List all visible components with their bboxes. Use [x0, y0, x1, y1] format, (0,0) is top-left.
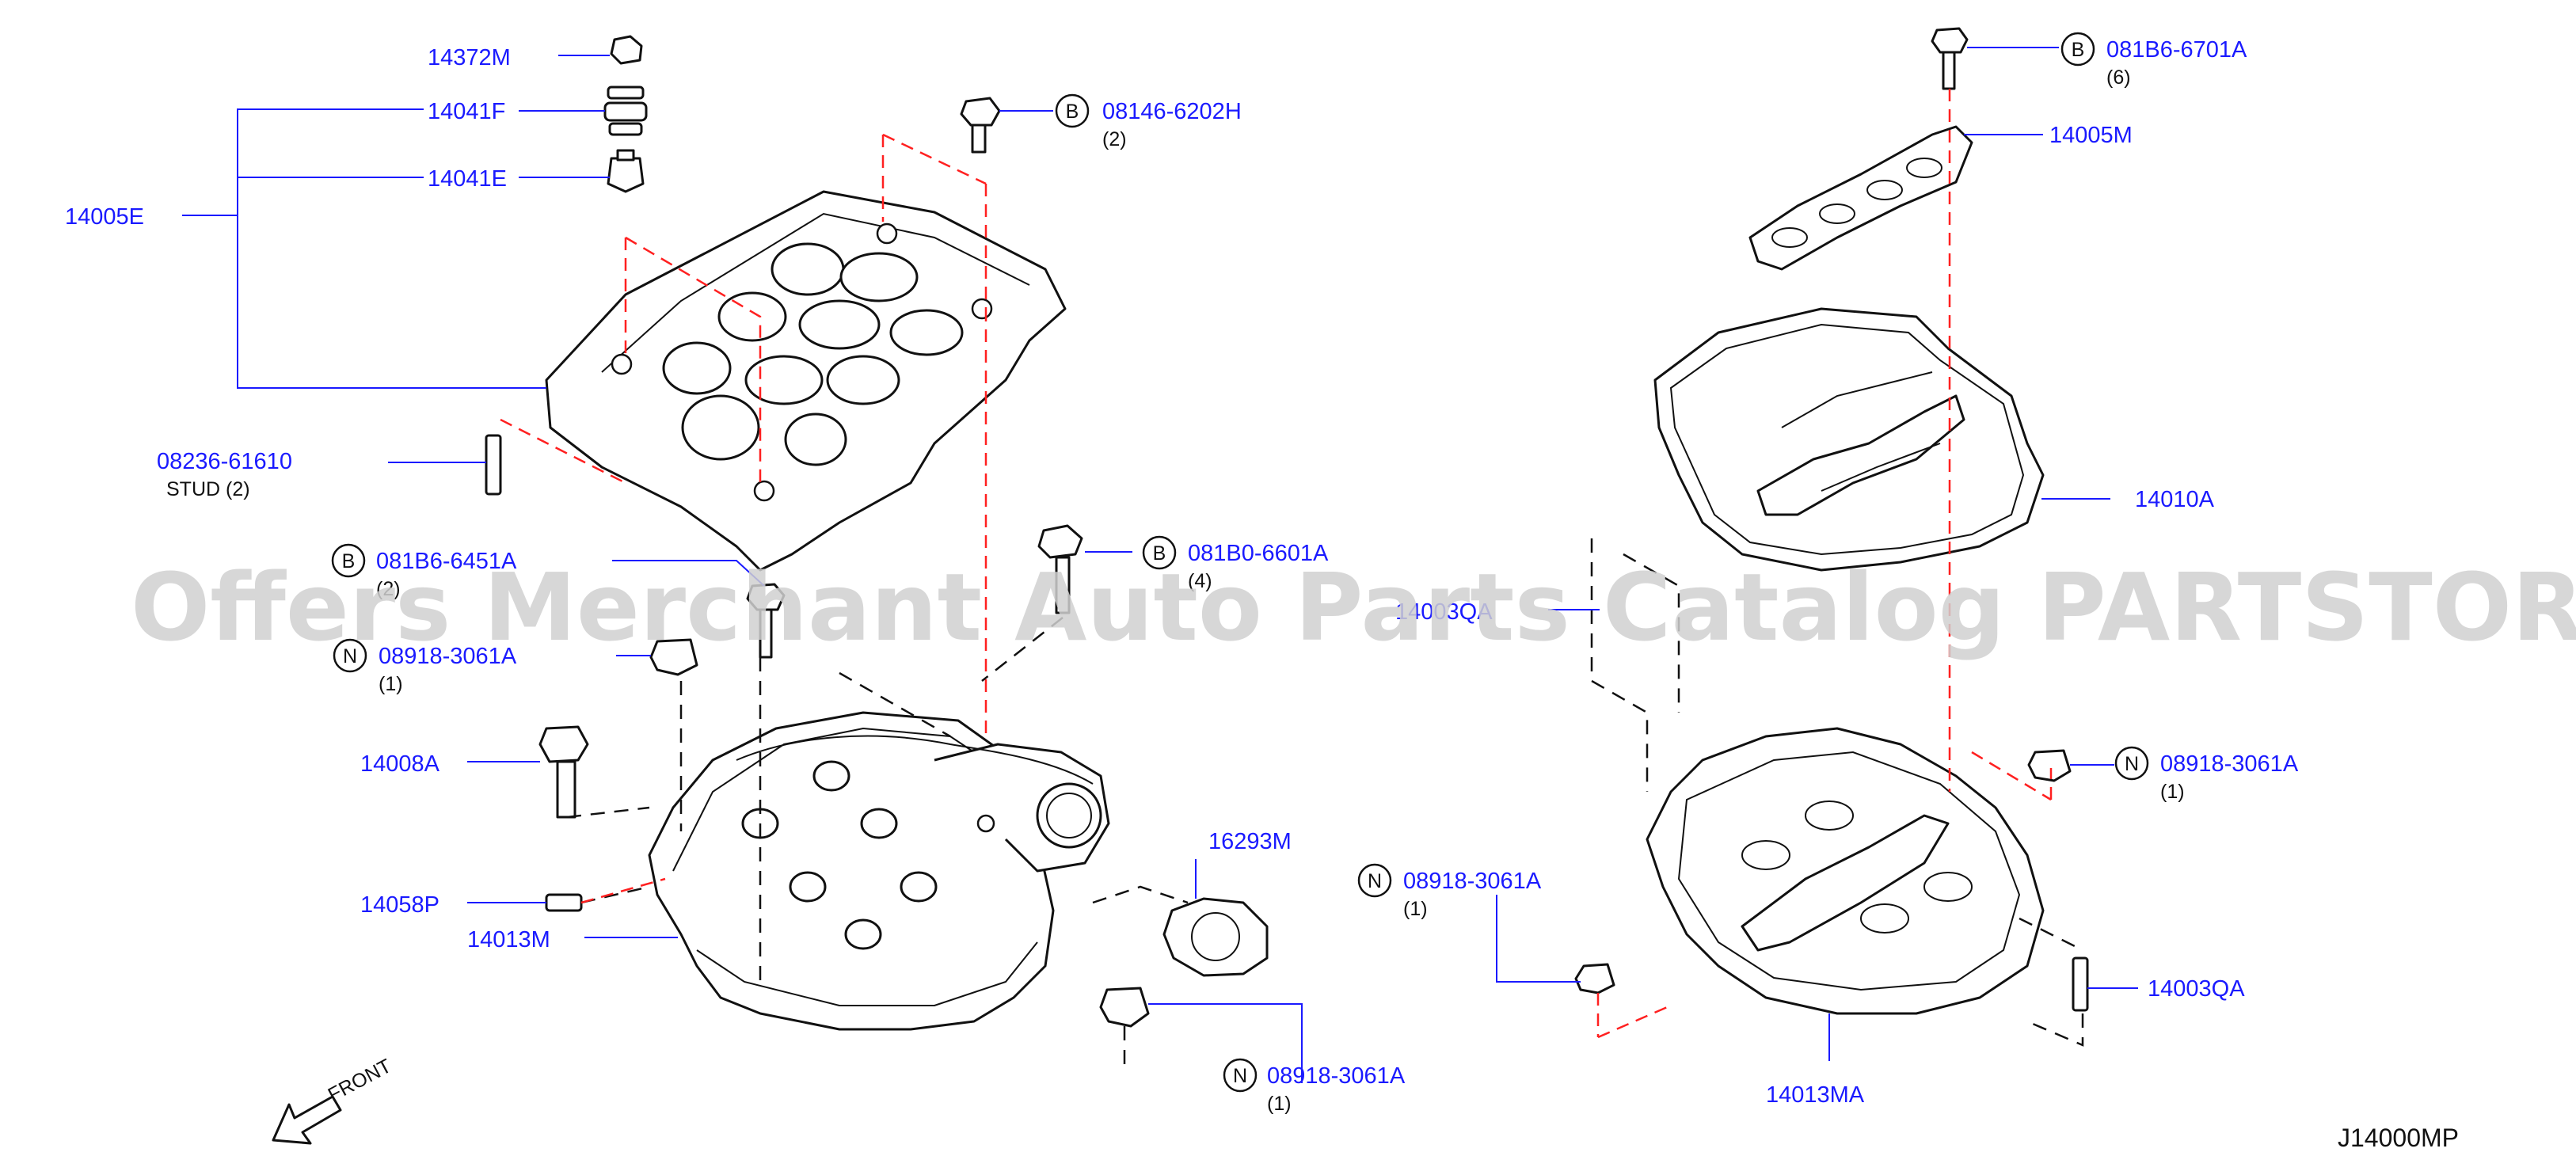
guide-line [624, 236, 762, 483]
label-14005M[interactable]: 14005M [2049, 123, 2133, 148]
label-08236-61610[interactable]: 08236-61610 [157, 449, 292, 474]
gasket-14005M-drawing [1748, 125, 1973, 271]
label-08918-3061A[interactable]: 08918-3061A [1403, 869, 1542, 894]
bolt-081B6-6701A [1931, 27, 1969, 90]
label-16293M[interactable]: 16293M [1208, 829, 1292, 854]
guide-line [1596, 89, 2053, 1039]
guide-line [500, 418, 626, 485]
bolt-081B6-6451A [746, 583, 786, 659]
label-081B0-6601A[interactable]: 081B0-6601A [1188, 541, 1329, 566]
engine-cover-14005E-drawing [545, 190, 1067, 572]
qty-08918-3061A: (1) [379, 673, 403, 695]
bolt-08146-6202H [960, 97, 1001, 154]
badge-b-letter: B [2072, 39, 2085, 61]
label-08918-3061A[interactable]: 08918-3061A [379, 644, 517, 669]
diagram-code: J14000MP [2338, 1124, 2459, 1152]
label-14041E[interactable]: 14041E [428, 166, 507, 192]
label-14005E[interactable]: 14005E [65, 204, 144, 230]
label-14003QA[interactable]: 14003QA [1395, 599, 1493, 625]
gasket-14010A-drawing [1653, 307, 2045, 572]
grommet-parts [603, 35, 648, 193]
label-14010A[interactable]: 14010A [2135, 487, 2215, 512]
bolt-081B0-6601A [1037, 524, 1083, 614]
label-081B6-6701A[interactable]: 081B6-6701A [2106, 37, 2247, 63]
guide-line [1590, 538, 2084, 1047]
label-14003QA[interactable]: 14003QA [2148, 976, 2245, 1002]
nut-08918-3061A-bottom [1099, 987, 1150, 1028]
lower-manifold-14013MA-drawing [1646, 727, 2045, 1015]
watermark: Offers Merchant Auto Parts Catalog PARTS… [131, 553, 2576, 662]
badge-n-letter: N [1233, 1065, 1247, 1087]
label-08146-6202H[interactable]: 08146-6202H [1102, 99, 1242, 124]
nut-08918-3061A-right [2027, 749, 2072, 782]
nut-08918-3061A-top [649, 638, 698, 676]
label-14013MA[interactable]: 14013MA [1766, 1082, 1865, 1108]
label-14013M[interactable]: 14013M [467, 927, 550, 953]
n-badge [1357, 863, 1392, 898]
note-08236-61610: STUD (2) [166, 478, 250, 500]
badge-n-letter: N [1368, 870, 1382, 892]
pin-14058P [545, 893, 583, 912]
bolt-14008A [538, 725, 589, 819]
b-badge [1142, 535, 1177, 570]
label-14008A[interactable]: 14008A [360, 751, 440, 777]
front-label: FRONT [325, 1055, 395, 1106]
qty-08918-3061A: (1) [1267, 1093, 1292, 1115]
guide-line [580, 877, 666, 904]
label-14041F[interactable]: 14041F [428, 99, 505, 124]
qty-08918-3061A: (1) [2160, 781, 2185, 803]
b-badge [1055, 93, 1090, 128]
qty-08146-6202H: (2) [1102, 128, 1127, 150]
gasket-16293M [1162, 897, 1269, 977]
qty-081B6-6701A: (6) [2106, 67, 2131, 89]
label-081B6-6451A[interactable]: 081B6-6451A [376, 549, 517, 574]
badge-n-letter: N [343, 645, 357, 667]
badge-n-letter: N [2125, 753, 2139, 775]
b-badge [331, 543, 366, 578]
label-08918-3061A[interactable]: 08918-3061A [2160, 751, 2299, 777]
front-arrow-icon [272, 1095, 342, 1145]
leader-lines [182, 47, 2138, 1083]
badge-b-letter: B [1066, 101, 1079, 123]
label-08918-3061A[interactable]: 08918-3061A [1267, 1063, 1406, 1089]
n-badge [333, 638, 367, 673]
stud-14003QA [2072, 956, 2089, 1012]
stud-08236-61610 [485, 434, 502, 496]
guide-line [881, 133, 987, 309]
label-14372M[interactable]: 14372M [428, 45, 511, 70]
label-14058P[interactable]: 14058P [360, 892, 439, 918]
badge-b-letter: B [342, 550, 356, 572]
qty-08918-3061A: (1) [1403, 898, 1428, 920]
qty-081B0-6601A: (4) [1188, 570, 1212, 592]
guide-line [566, 617, 1189, 1069]
n-badge [2114, 746, 2149, 781]
nut-08918-3061A-lower [1574, 963, 1615, 994]
intake-manifold-14013M-drawing [648, 711, 1110, 1031]
qty-081B6-6451A: (2) [376, 578, 401, 600]
b-badge [2060, 32, 2095, 67]
n-badge [1223, 1058, 1258, 1093]
badge-b-letter: B [1153, 542, 1166, 565]
